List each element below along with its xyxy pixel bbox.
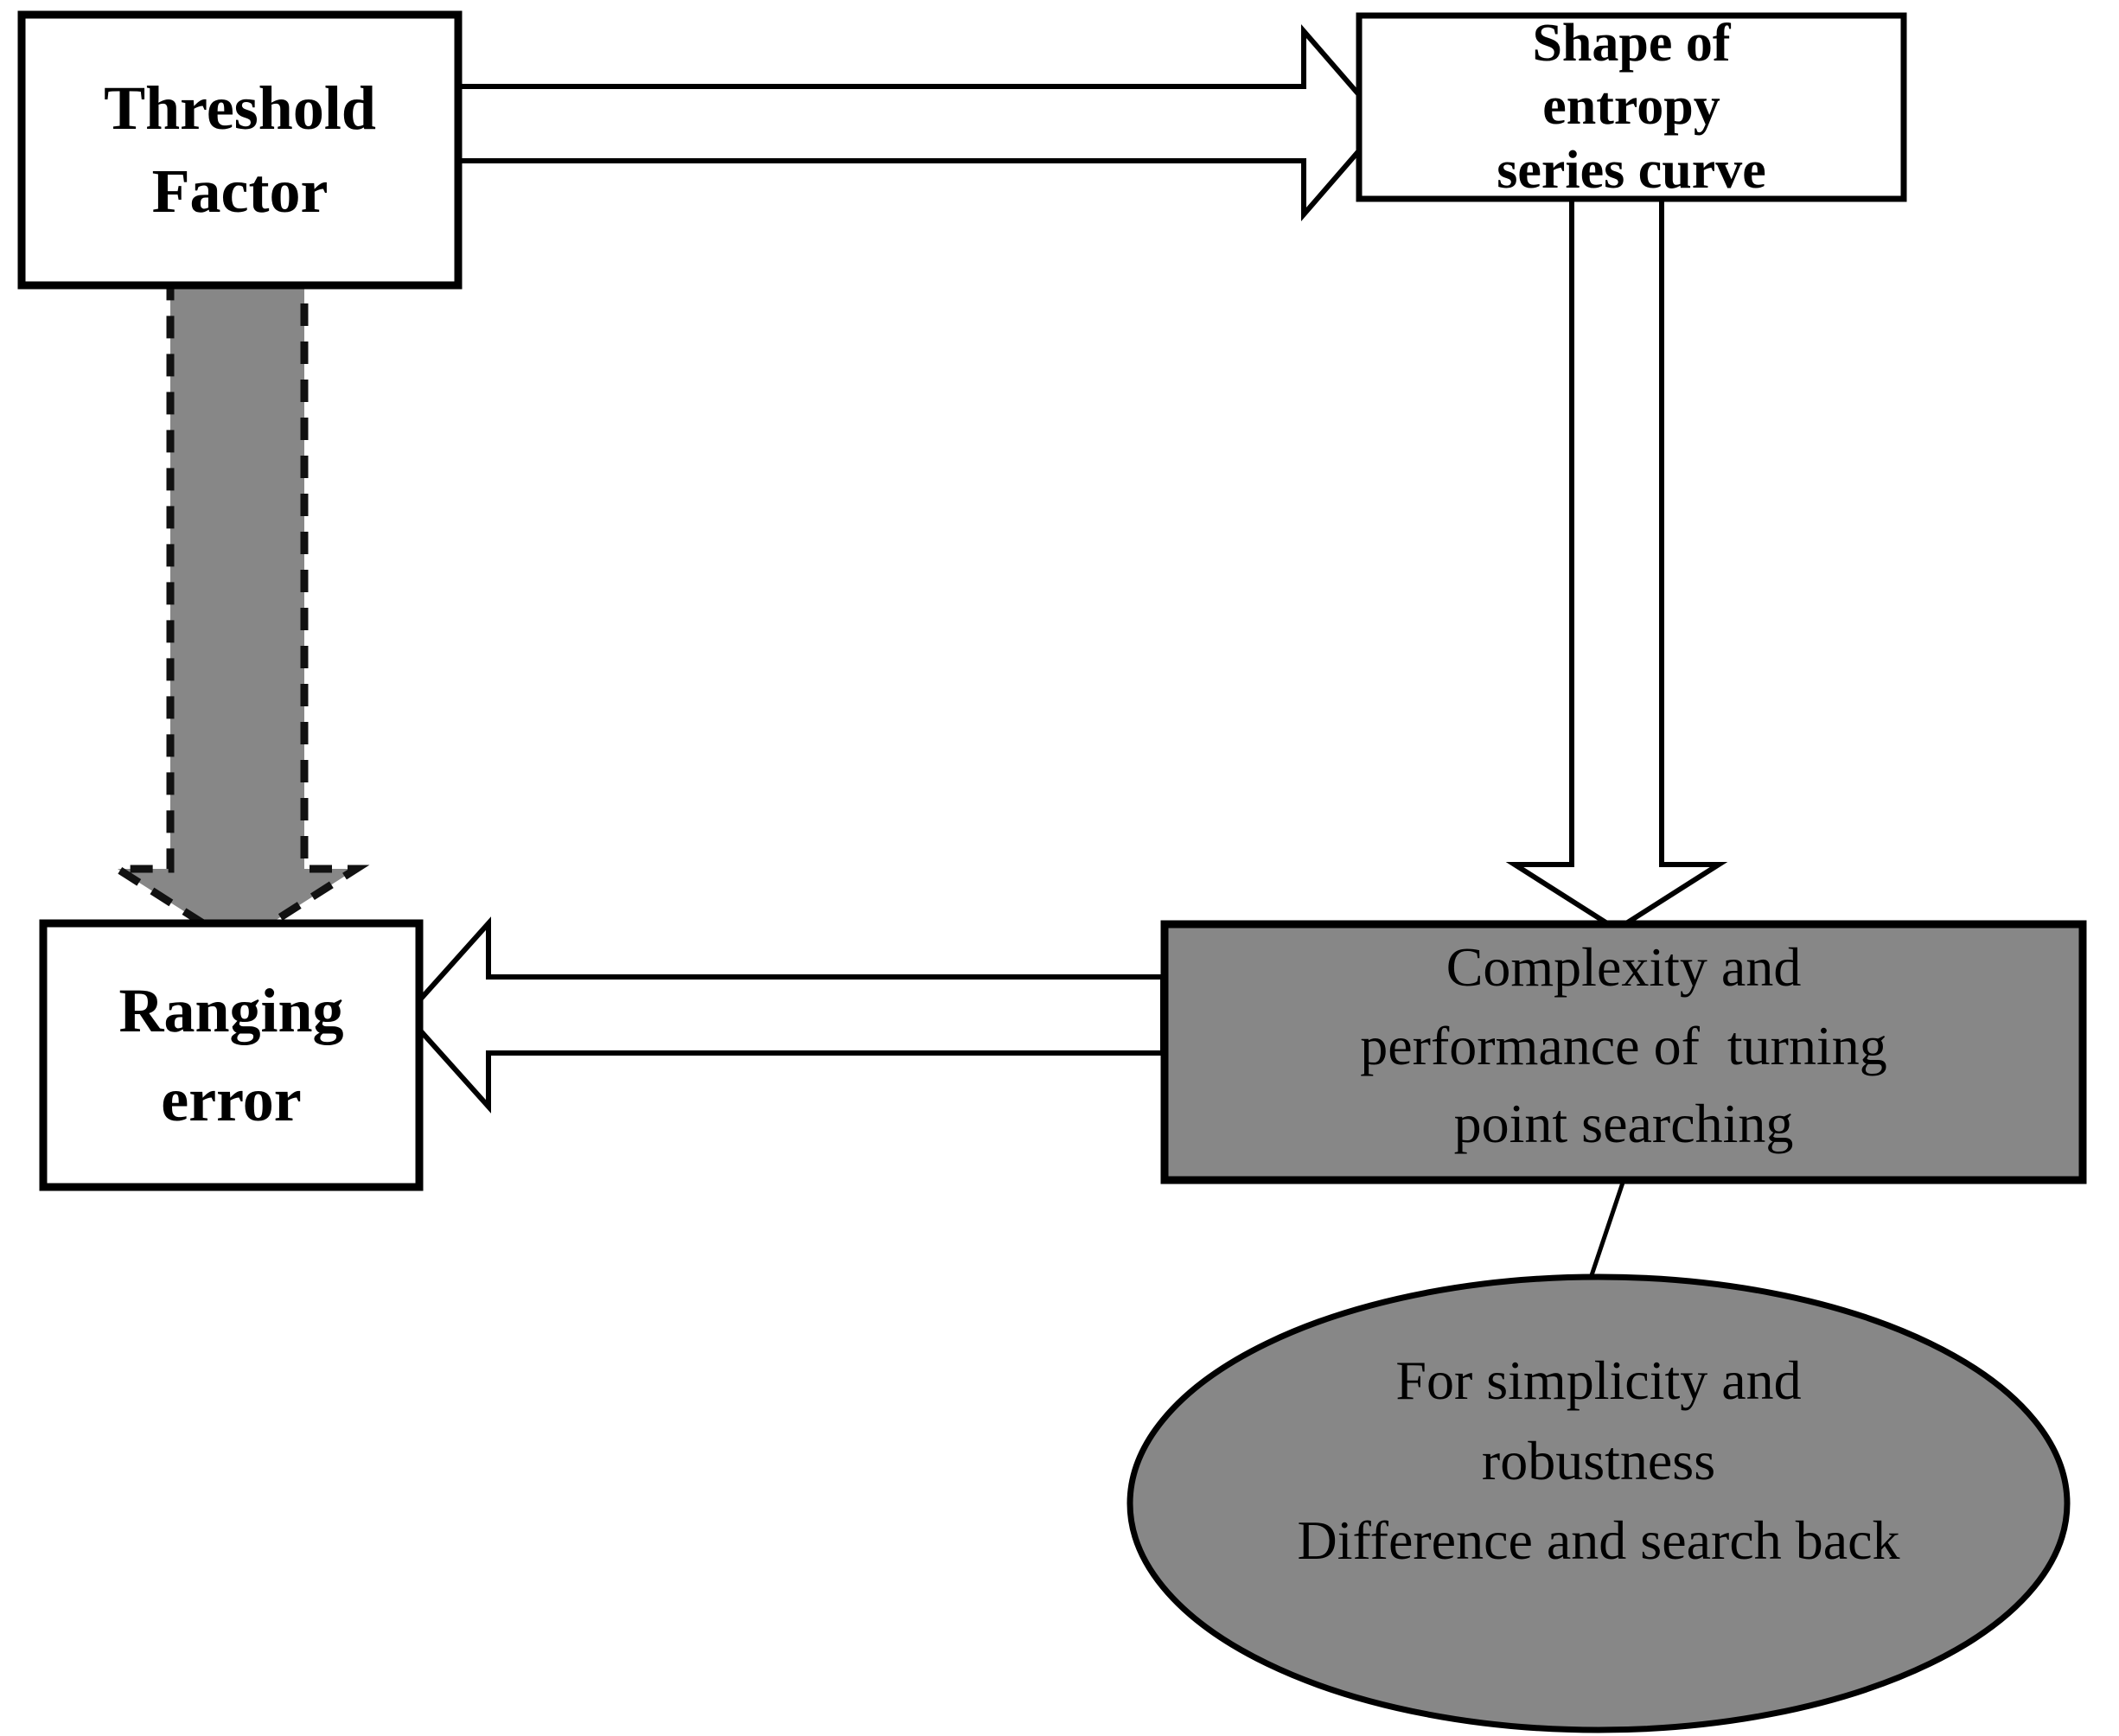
- node-shape-of-entropy-series-curve[interactable]: [1356, 12, 1907, 202]
- node-threshold-factor[interactable]: [17, 10, 463, 290]
- hollow-left-arrow: [402, 916, 1165, 1114]
- hollow-right-arrow: [456, 23, 1387, 222]
- edge-shape-entropy-to-complexity: [1505, 196, 1728, 933]
- edge-complexity-to-simplicity-line: [1588, 1179, 1626, 1279]
- hollow-down-arrow: [1505, 196, 1728, 933]
- edge-threshold-to-shape-entropy: [456, 23, 1387, 222]
- edge-threshold-to-ranging-error: [104, 281, 370, 950]
- node-for-simplicity-and-robustness[interactable]: [1127, 1273, 2071, 1733]
- node-ranging-error[interactable]: [39, 919, 424, 1191]
- node-complexity-and-performance[interactable]: [1160, 920, 2087, 1184]
- gray-dashed-down-arrow: [104, 281, 370, 950]
- edge-complexity-to-ranging-error: [402, 916, 1165, 1114]
